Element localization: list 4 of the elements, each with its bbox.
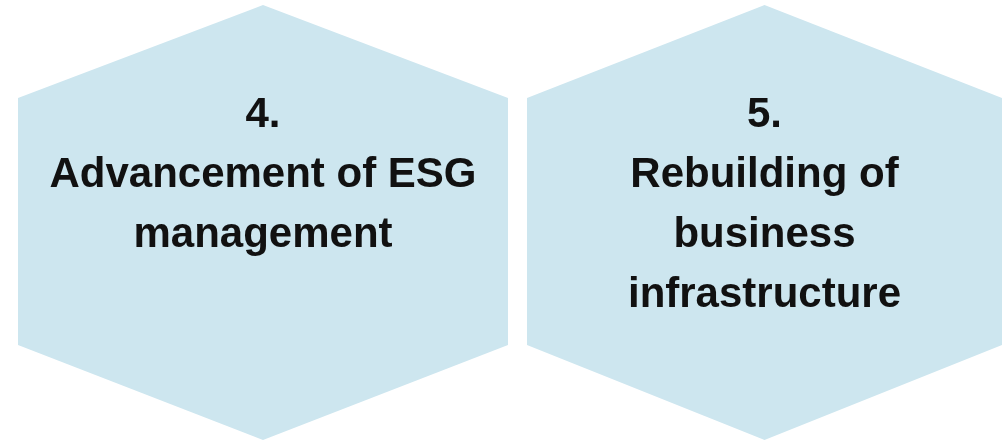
step-number: 5.: [747, 88, 782, 138]
step-number: 4.: [245, 88, 281, 138]
step-title: Advancement of ESG management: [48, 148, 478, 258]
step-title: Rebuilding of business infrastructure: [626, 148, 903, 318]
